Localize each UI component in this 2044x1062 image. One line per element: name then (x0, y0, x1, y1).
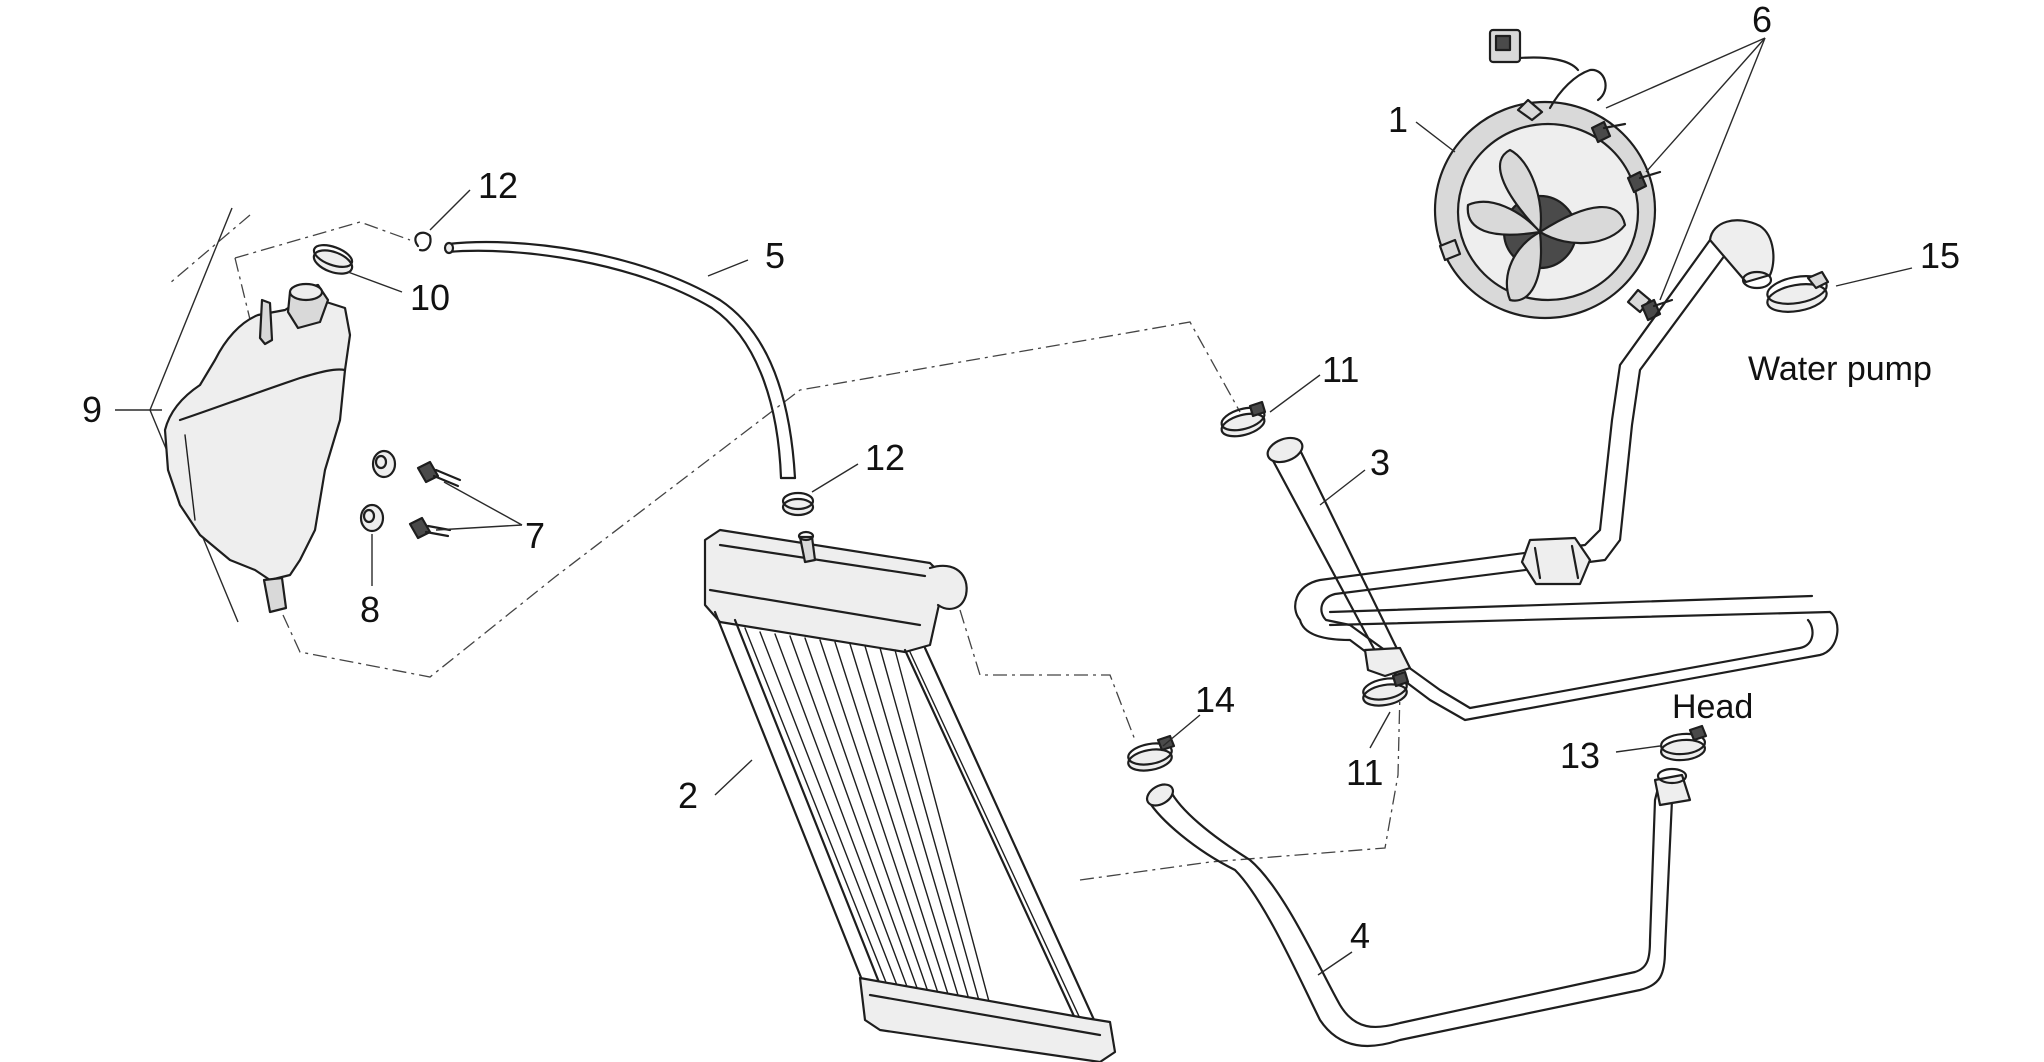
callout-14: 14 (1195, 679, 1235, 720)
hose-clamp-water-pump (1766, 270, 1830, 313)
assembly-guide-lines (169, 214, 1401, 881)
callout-15: 15 (1920, 235, 1960, 276)
callout-9: 9 (82, 389, 102, 430)
callout-12-upper: 12 (478, 165, 518, 206)
head-label: Head (1672, 688, 1753, 726)
cooling-fan (1433, 28, 1657, 320)
breather-hose (443, 240, 797, 480)
expansion-tank (149, 207, 352, 623)
hose-clip-small-upper (414, 231, 432, 252)
hose-clamp-lower-11 (1362, 670, 1410, 707)
callout-3: 3 (1370, 442, 1390, 483)
water-pump-label: Water pump (1748, 350, 1932, 388)
callout-12-lower: 12 (865, 437, 905, 478)
fan-screw-bottom (1640, 298, 1674, 322)
callout-5: 5 (765, 235, 785, 276)
lower-radiator-hose (1145, 767, 1692, 1048)
fan-screw-middle (1626, 170, 1662, 194)
mounting-bushing-lower (359, 503, 385, 533)
radiator (703, 528, 1117, 1062)
callout-11-upper: 11 (1322, 349, 1359, 390)
callout-labels: 1 2 3 4 5 6 7 8 9 10 11 11 12 12 13 14 1… (82, 0, 1960, 956)
callout-4: 4 (1350, 915, 1370, 956)
coolant-pipe-assembly (1266, 219, 1839, 722)
hose-clamp-13 (1659, 724, 1708, 762)
connection-notes: Water pump Head (1672, 350, 1932, 726)
mounting-screw-lower (408, 516, 452, 540)
callout-7: 7 (525, 515, 545, 556)
filler-cap-seal (312, 244, 354, 275)
hose-clamp-14 (1127, 734, 1176, 772)
mounting-screw-upper (416, 460, 462, 488)
mounting-bushing-upper (371, 449, 397, 479)
callout-1: 1 (1388, 99, 1408, 140)
hose-clamp-upper-11 (1220, 400, 1267, 438)
callout-2: 2 (678, 775, 698, 816)
callout-6: 6 (1752, 0, 1772, 40)
hose-clip-small-lower (781, 491, 815, 517)
callout-11-lower: 11 (1346, 752, 1383, 793)
callout-13: 13 (1560, 735, 1600, 776)
leader-lines (115, 37, 1913, 976)
callout-8: 8 (360, 589, 380, 630)
fan-screw-top (1590, 120, 1627, 144)
callout-10: 10 (410, 277, 450, 318)
